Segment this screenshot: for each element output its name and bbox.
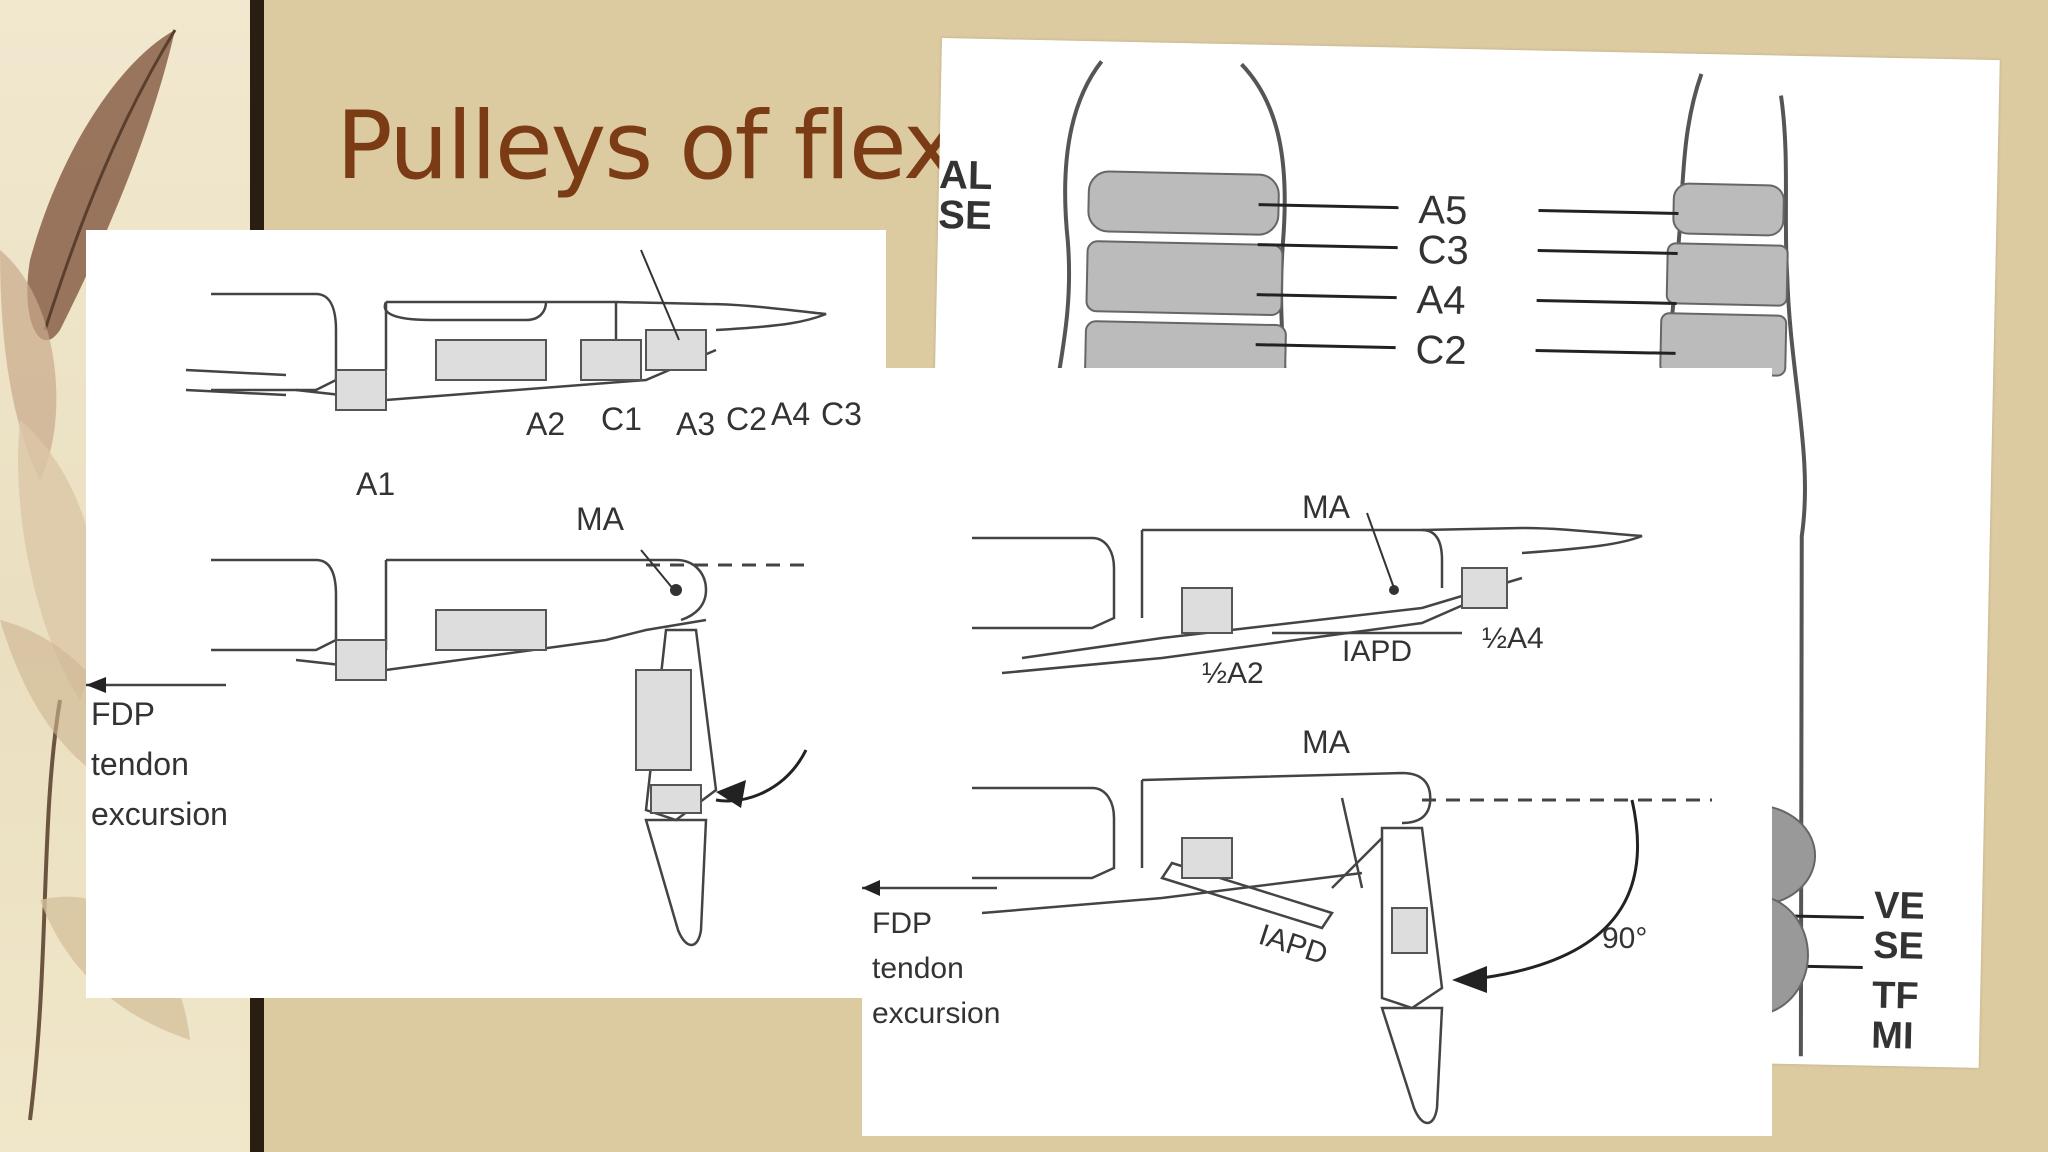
angle-label: 90° [1602, 922, 1647, 955]
pulley-label-a4: A4 [771, 396, 810, 432]
pulley-label-a1: A1 [356, 466, 395, 502]
pulley-diagram-left: A2 C1 A3 C2 A4 C3 A1 MA FDP tendon excur… [86, 230, 886, 998]
moment-arm-label: MA [576, 501, 625, 537]
label-c2: C2 [1415, 328, 1467, 373]
fdp-label-line1: FDP [91, 696, 155, 732]
center-fdp-line3: excursion [872, 997, 1000, 1030]
edge-label-1: AL [939, 153, 993, 198]
pulley-label-a3: A3 [676, 406, 715, 442]
edge-label-2: SE [938, 193, 992, 238]
label-mi: MI [1871, 1015, 1914, 1058]
half-a4-label: ½A4 [1482, 622, 1544, 655]
pulley-label-c3: C3 [821, 396, 862, 432]
ma-top-label: MA [1302, 489, 1351, 525]
pulley-label-c2: C2 [726, 401, 767, 437]
iapd-drawing: MA ½A2 IAPD ½A4 MA IAPD 90° FDP tendon e… [862, 489, 1712, 1125]
label-c3: C3 [1417, 228, 1469, 273]
label-ve: VE [1874, 885, 1926, 928]
half-a2-label: ½A2 [1202, 657, 1264, 690]
iapd-diagram: MA ½A2 IAPD ½A4 MA IAPD 90° FDP tendon e… [862, 368, 1772, 1136]
slide-title: Pulleys of flexo [336, 92, 1011, 201]
fdp-label-line3: excursion [91, 796, 228, 832]
label-tf: TF [1872, 975, 1919, 1018]
fdp-label-line2: tendon [91, 746, 189, 782]
label-a5: A5 [1418, 188, 1468, 233]
iapd-top-label: IAPD [1342, 635, 1412, 668]
center-fdp-line1: FDP [872, 907, 932, 940]
ma-bottom-label: MA [1302, 724, 1351, 760]
label-se: SE [1873, 925, 1925, 968]
label-a4: A4 [1416, 278, 1466, 323]
pulley-label-a2: A2 [526, 406, 565, 442]
center-fdp-line2: tendon [872, 952, 964, 985]
pulley-label-c1: C1 [601, 401, 642, 437]
pulley-drawing-left: A2 C1 A3 C2 A4 C3 A1 MA FDP tendon excur… [86, 249, 862, 947]
